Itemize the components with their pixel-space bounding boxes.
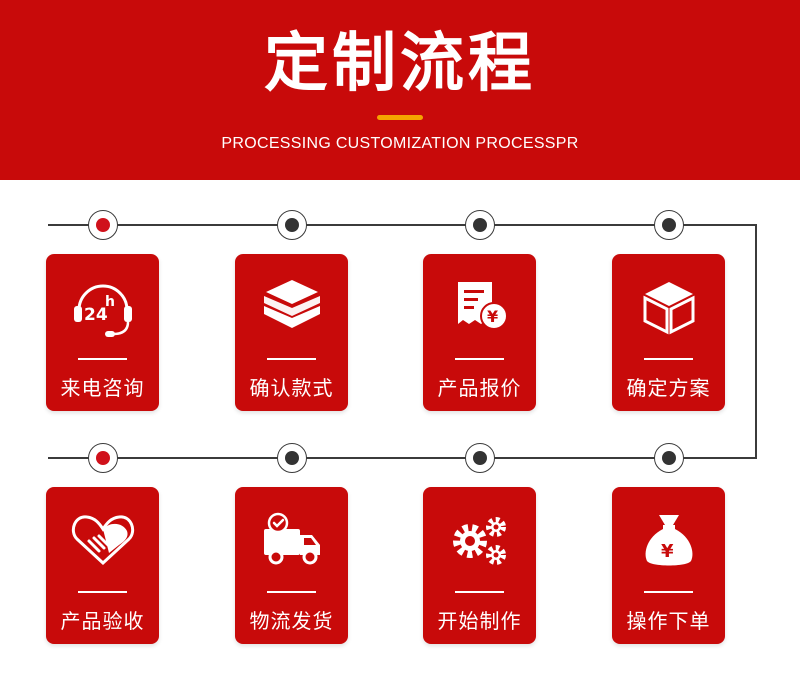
step-label: 操作下单 xyxy=(626,609,711,633)
page-title: 定制流程 xyxy=(264,27,536,101)
step-dot xyxy=(465,210,495,240)
flow-line-right-connector xyxy=(755,224,757,459)
gears-icon xyxy=(444,509,516,571)
step-card-acceptance: 产品验收 xyxy=(46,487,159,644)
step-card-production: 开始制作 xyxy=(423,487,536,644)
card-divider xyxy=(455,358,504,360)
card-divider xyxy=(78,358,127,360)
card-divider xyxy=(644,358,693,360)
step-card-confirm-style: 确认款式 xyxy=(235,254,348,411)
money-bag-icon: ¥ xyxy=(633,509,705,571)
flow-line-bottom xyxy=(48,457,757,459)
step-dot xyxy=(88,210,118,240)
24h-headset-icon: 24 h xyxy=(67,276,139,338)
card-divider xyxy=(78,591,127,593)
delivery-truck-icon xyxy=(256,509,328,571)
step-card-plan: 确定方案 xyxy=(612,254,725,411)
step-label: 产品验收 xyxy=(60,609,145,633)
step-dot xyxy=(654,210,684,240)
step-label: 开始制作 xyxy=(437,609,522,633)
step-dot xyxy=(465,443,495,473)
step-dot xyxy=(277,210,307,240)
layers-icon xyxy=(256,276,328,338)
price-receipt-icon: ¥ xyxy=(444,276,516,338)
svg-text:¥: ¥ xyxy=(487,307,498,326)
card-divider xyxy=(644,591,693,593)
step-dot xyxy=(654,443,684,473)
step-dot xyxy=(88,443,118,473)
step-label: 确认款式 xyxy=(249,376,334,400)
step-label: 来电咨询 xyxy=(60,376,145,400)
header-banner: 定制流程 PROCESSING CUSTOMIZATION PROCESSPR xyxy=(0,0,800,180)
step-card-order: ¥ 操作下单 xyxy=(612,487,725,644)
box-icon xyxy=(633,276,705,338)
page-subtitle: PROCESSING CUSTOMIZATION PROCESSPR xyxy=(221,135,579,152)
step-dot xyxy=(277,443,307,473)
step-label: 物流发货 xyxy=(249,609,334,633)
step-card-quote: ¥ 产品报价 xyxy=(423,254,536,411)
step-card-consult: 24 h 来电咨询 xyxy=(46,254,159,411)
handshake-heart-icon xyxy=(67,509,139,571)
svg-text:¥: ¥ xyxy=(661,541,674,562)
card-divider xyxy=(267,358,316,360)
card-divider xyxy=(455,591,504,593)
svg-text:24: 24 xyxy=(84,305,108,325)
title-accent-bar xyxy=(377,115,423,120)
flow-line-top xyxy=(48,224,756,226)
svg-text:h: h xyxy=(105,294,115,310)
step-card-shipping: 物流发货 xyxy=(235,487,348,644)
step-label: 产品报价 xyxy=(437,376,522,400)
step-label: 确定方案 xyxy=(626,376,711,400)
card-divider xyxy=(267,591,316,593)
